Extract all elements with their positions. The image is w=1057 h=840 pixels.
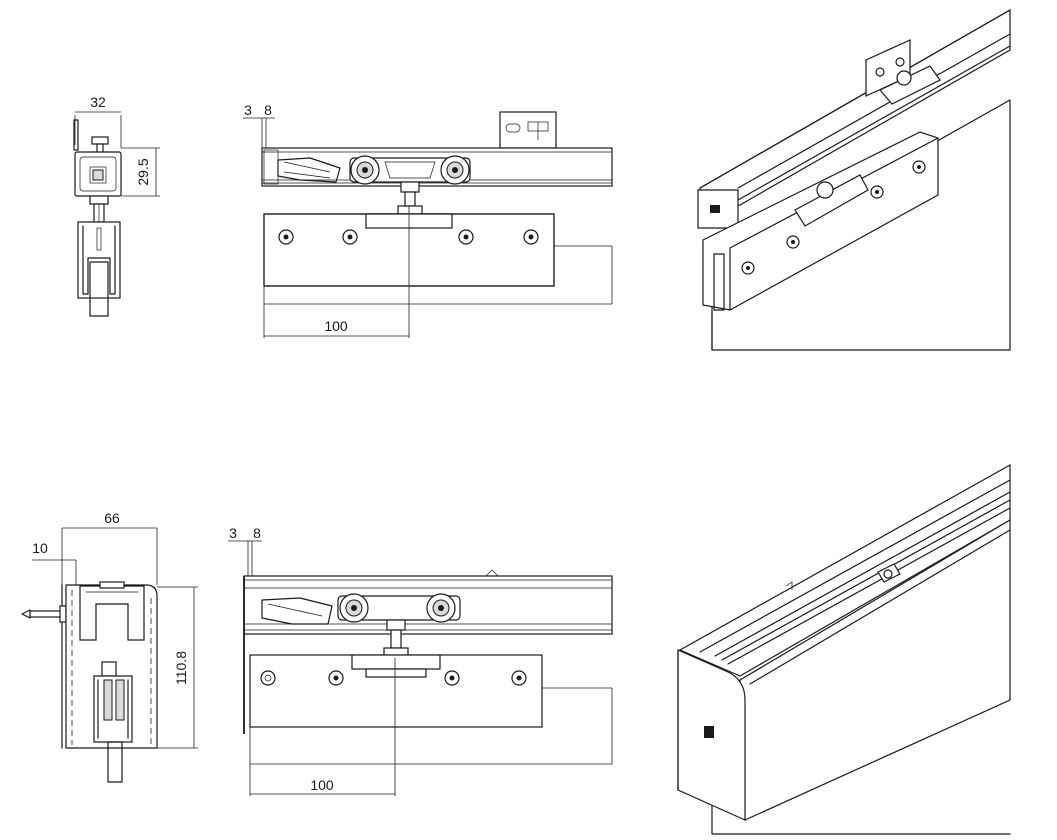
top-side-elevation: 3 8 bbox=[243, 102, 613, 338]
bottom-side-elevation: 3 8 bbox=[228, 525, 613, 796]
bottom-isometric-view bbox=[677, 463, 1011, 835]
dim-top-offset-b: 8 bbox=[264, 102, 272, 118]
dim-top-height: 29.5 bbox=[135, 158, 151, 185]
dim-bottom-wall-offset: 10 bbox=[32, 540, 48, 556]
dim-bottom-height: 110.8 bbox=[173, 651, 189, 685]
dim-top-width: 32 bbox=[90, 94, 106, 110]
top-cross-section: 32 29.5 bbox=[73, 94, 160, 317]
dim-top-offset-a: 3 bbox=[244, 102, 252, 118]
dim-bottom-offset-b: 8 bbox=[253, 525, 261, 541]
dim-bottom-spacing: 100 bbox=[310, 777, 334, 793]
top-isometric-view bbox=[697, 8, 1011, 351]
dim-top-spacing: 100 bbox=[324, 318, 348, 334]
dim-bottom-offset-a: 3 bbox=[229, 525, 237, 541]
bottom-cross-section: 66 10 110.8 bbox=[21, 510, 198, 783]
dim-bottom-width: 66 bbox=[104, 510, 120, 526]
